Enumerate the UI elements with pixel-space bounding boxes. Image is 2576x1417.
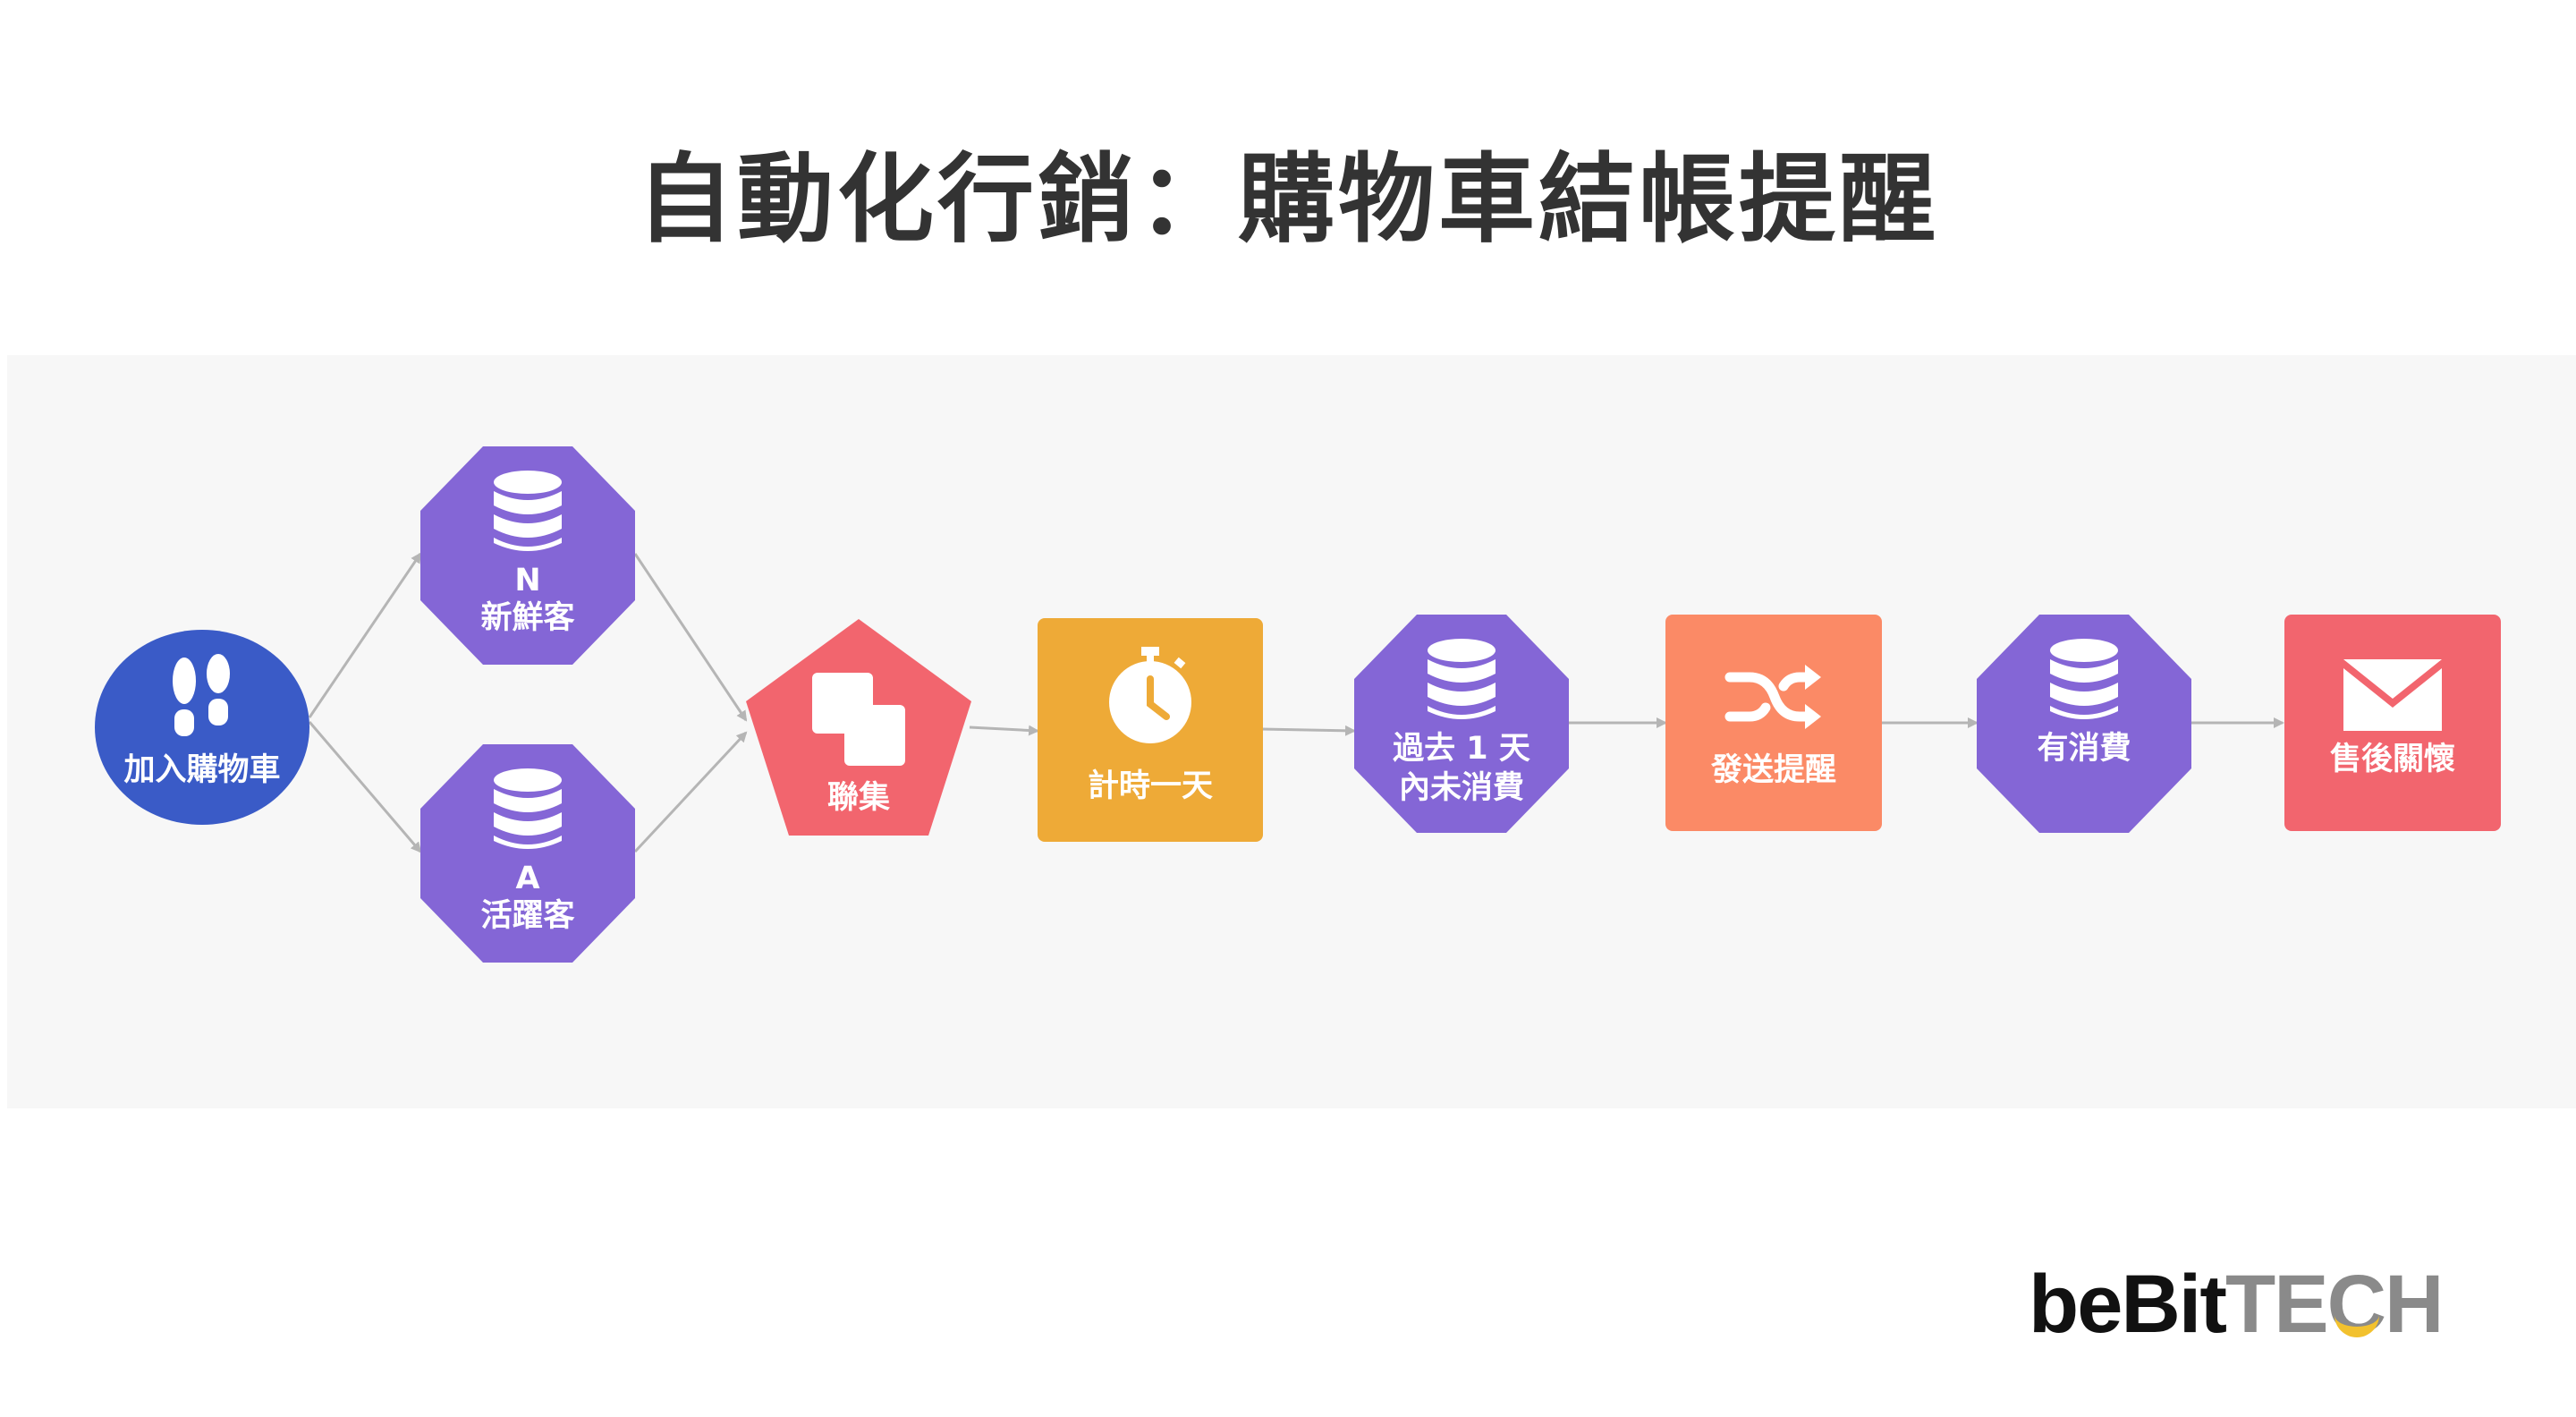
node-add-to-cart: 加入購物車	[94, 629, 310, 826]
node-label: 新鮮客	[480, 600, 575, 636]
node-label-line2: 內未消費	[1398, 770, 1524, 806]
node-label: 計時一天	[1087, 768, 1213, 804]
envelope-icon	[2343, 659, 2442, 731]
node-has-purchase: 有消費	[1977, 615, 2191, 833]
square-shape	[1665, 615, 1882, 831]
node-no-purchase: 過去 1 天 內未消費	[1354, 615, 1569, 833]
union-icon	[812, 673, 905, 766]
flow-panel: 加入購物車 N 新鮮客 A	[7, 355, 2576, 1108]
database-icon	[2050, 639, 2118, 719]
node-letter: N	[514, 563, 541, 598]
node-after-sales: 售後關懷	[2284, 615, 2501, 831]
flow-arrows	[308, 552, 2284, 853]
octagon-shape	[1354, 615, 1569, 833]
node-label: 發送提醒	[1710, 752, 1836, 788]
node-active-customer: A 活躍客	[420, 744, 635, 963]
node-send-reminder: 發送提醒	[1665, 615, 1882, 831]
arrow-union-to-timer	[969, 725, 1039, 736]
bebit-tech-logo: beBitTECH	[2029, 1259, 2444, 1350]
footprints-icon	[173, 654, 230, 736]
arrow-active-to-union	[633, 731, 748, 853]
stopwatch-icon	[1109, 647, 1191, 743]
node-label: 有消費	[2037, 731, 2131, 767]
arrow-new-to-union	[633, 553, 748, 722]
circle-shape	[95, 630, 309, 825]
arrow-timer-to-nopurchase	[1260, 725, 1356, 736]
arrow-start-to-active	[308, 721, 422, 853]
database-icon	[494, 768, 562, 849]
octagon-shape	[420, 446, 635, 665]
octagon-shape	[420, 744, 635, 963]
node-label: 聯集	[826, 780, 890, 816]
node-label: 售後關懷	[2329, 742, 2455, 777]
arrow-start-to-new	[308, 552, 422, 718]
database-icon	[1428, 639, 1496, 719]
node-union: 聯集	[746, 619, 971, 836]
octagon-shape	[1977, 615, 2191, 833]
shuffle-icon	[1724, 665, 1821, 729]
node-label-line1: 過去 1 天	[1393, 731, 1530, 767]
node-label: 加入購物車	[123, 752, 281, 788]
node-timer: 計時一天	[1038, 618, 1263, 842]
page-title: 自動化行銷：購物車結帳提醒	[636, 144, 1939, 256]
node-label: 活躍客	[480, 898, 575, 934]
node-letter: A	[515, 861, 540, 896]
node-new-customer: N 新鮮客	[420, 446, 635, 665]
database-icon	[494, 471, 562, 551]
